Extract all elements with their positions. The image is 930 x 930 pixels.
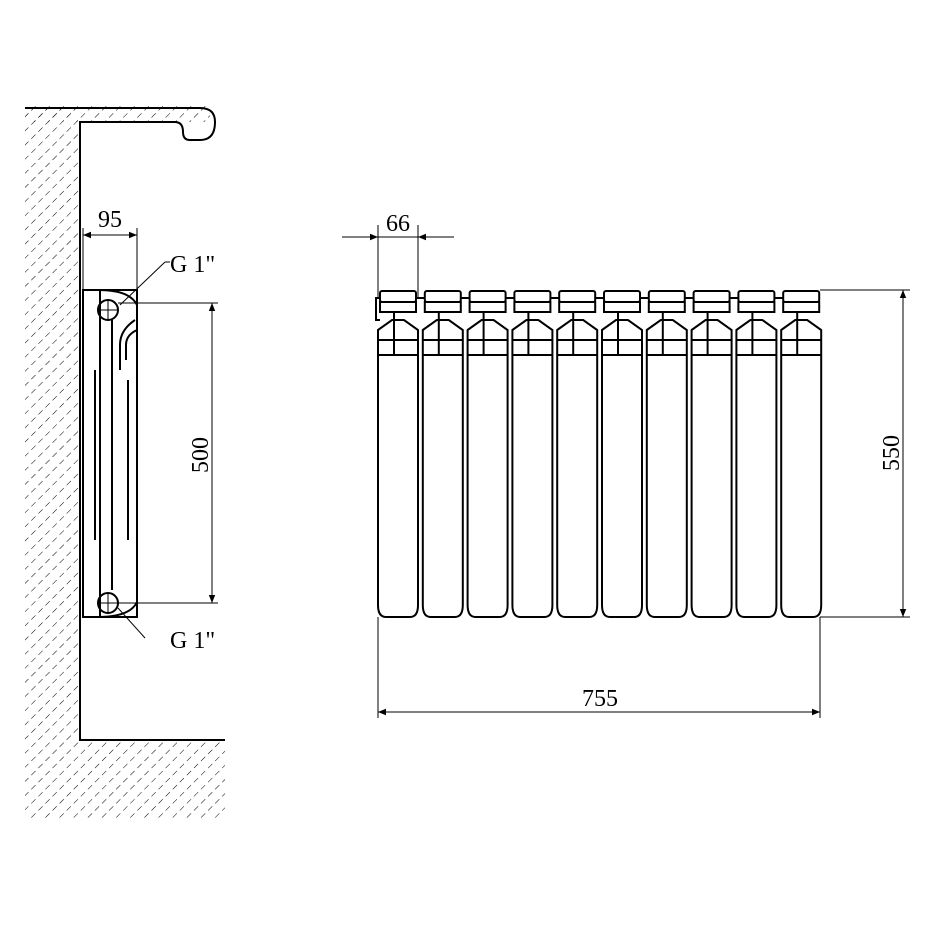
dimension-axis-distance: 500 <box>118 302 218 604</box>
dimension-depth: 95 <box>82 207 138 305</box>
axis-distance-label: 500 <box>188 437 214 473</box>
top-connection-label: G 1" <box>170 252 215 278</box>
radiator-section <box>377 290 425 618</box>
dimension-total-length: 755 <box>377 617 821 718</box>
radiator-section <box>421 290 470 618</box>
radiator-section <box>511 290 560 618</box>
dimension-section-width: 66 <box>342 211 454 298</box>
depth-label: 95 <box>98 207 122 233</box>
total-length-label: 755 <box>582 686 618 712</box>
dimension-total-height: 550 <box>820 289 910 618</box>
section-width-label: 66 <box>386 211 410 237</box>
radiator-section <box>780 290 823 618</box>
wall <box>25 104 225 820</box>
bottom-connection-label: G 1" <box>170 628 215 654</box>
radiator-section <box>466 290 515 618</box>
radiator-front-view <box>375 290 823 618</box>
total-height-label: 550 <box>879 435 905 471</box>
connection-callouts: G 1" G 1" <box>117 252 215 654</box>
radiator-section <box>645 290 694 618</box>
radiator-section <box>556 290 604 618</box>
radiator-side-view <box>82 289 138 618</box>
radiator-section <box>690 290 739 618</box>
radiator-section <box>735 290 784 618</box>
radiator-section <box>601 290 649 618</box>
